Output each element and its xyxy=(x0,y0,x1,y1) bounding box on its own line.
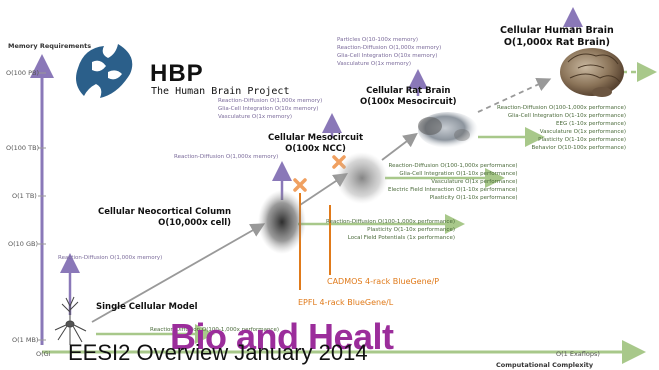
epfl-x-mark xyxy=(293,178,307,192)
y-tick-1mb: O(1 MB) xyxy=(12,336,39,344)
rat-brain-image xyxy=(418,112,478,148)
neocortical-column-image xyxy=(258,190,306,254)
y-tick-100tb: O(100 TB) xyxy=(6,144,40,152)
y-axis-title: Memory Requirements xyxy=(8,42,92,50)
progression-arrow-4 xyxy=(477,77,552,113)
performance-notes-rat: Reaction-Diffusion O(100-1,000x performa… xyxy=(497,105,626,151)
memory-notes-meso: Reaction-Diffusion O(1,000x memory)Glia-… xyxy=(218,98,323,120)
memory-note-column: Reaction-Diffusion O(1,000x memory) xyxy=(174,154,279,160)
logo-title: HBP xyxy=(150,60,204,87)
performance-note-single: Reaction-Diffusion O(100-1,000x performa… xyxy=(150,327,279,333)
memory-notes-rat: Particles O(10-100x memory)Reaction-Diff… xyxy=(337,37,442,67)
single-neuron-icon xyxy=(54,296,87,345)
x-axis-title: Computational Complexity xyxy=(496,361,594,369)
progression-arrow-1 xyxy=(91,223,266,323)
hbp-logo-icon xyxy=(76,44,133,98)
machine-cadmos: CADMOS 4-rack BlueGene/P xyxy=(327,277,440,286)
overlay-title: Bio and Healt xyxy=(170,316,394,357)
y-tick-1tb: O(1 TB) xyxy=(12,192,37,200)
performance-notes-column: Reaction-Diffusion O(100-1,000x performa… xyxy=(326,219,455,241)
footer-caption: EESI2 Overview January 2014 xyxy=(68,340,368,365)
y-tick-10gb: O(10 GB) xyxy=(8,240,39,248)
progression-arrow-3 xyxy=(381,132,418,161)
y-ticks xyxy=(38,72,46,341)
machine-epfl: EPFL 4-rack BlueGene/L xyxy=(298,298,394,307)
performance-notes-meso: Reaction-Diffusion O(100-1,000x performa… xyxy=(388,163,518,201)
logo-subtitle: The Human Brain Project xyxy=(151,86,290,97)
x-tick-end: O(1 Exaflops) xyxy=(556,350,600,358)
mesocircuit-image xyxy=(336,152,388,204)
x-tick-start: O(Gi xyxy=(36,350,51,358)
y-tick-100pb: O(100 PB) xyxy=(6,69,40,77)
node-single-cell: Single Cellular Model xyxy=(96,302,198,312)
memory-note-single: Reaction-Diffusion O(1,000x memory) xyxy=(58,255,163,261)
human-brain-image xyxy=(560,48,624,97)
